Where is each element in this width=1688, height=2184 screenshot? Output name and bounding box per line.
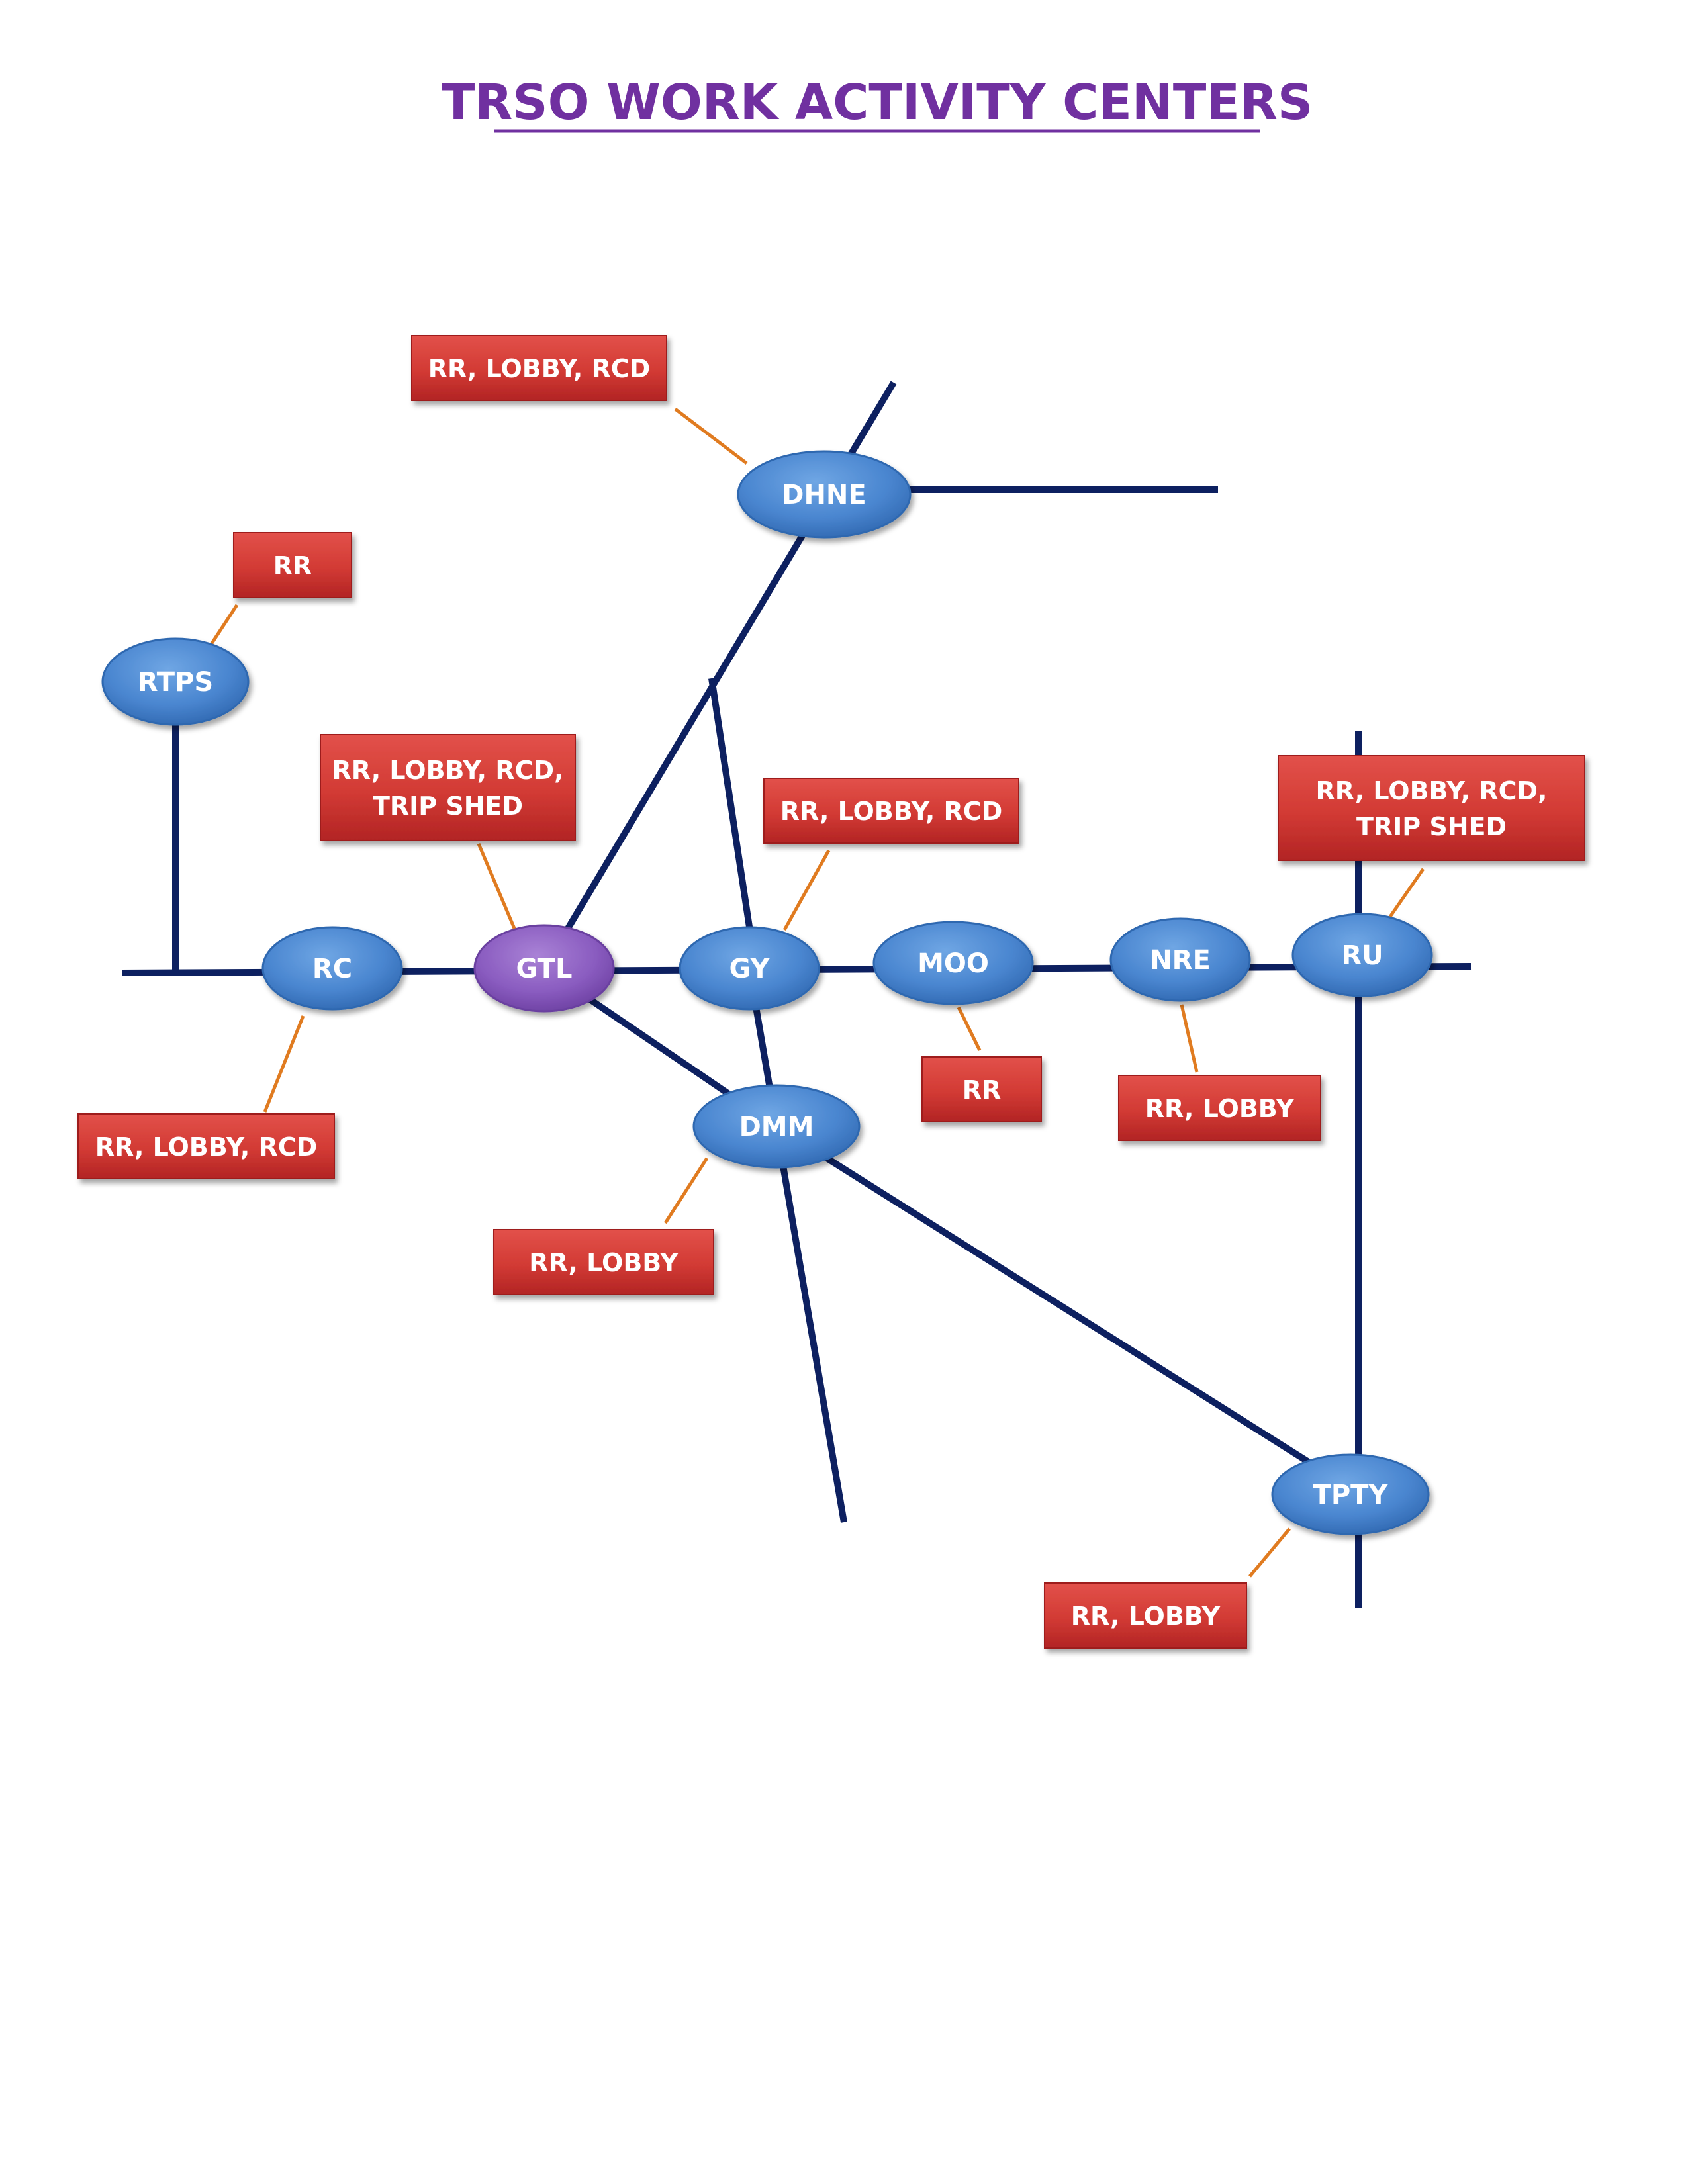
facility-box-rtps: RR bbox=[233, 532, 352, 598]
station-label: DMM bbox=[739, 1112, 814, 1142]
station-ellipse bbox=[692, 1084, 861, 1169]
station-dmm: DMM bbox=[692, 1084, 861, 1169]
station-label: TPTY bbox=[1313, 1480, 1389, 1510]
facility-box-bg bbox=[921, 1056, 1042, 1122]
station-ellipse bbox=[737, 450, 912, 539]
facility-box-bg bbox=[1118, 1075, 1321, 1141]
facility-box-moo: RR bbox=[921, 1056, 1042, 1122]
connector-gy bbox=[782, 849, 831, 931]
facility-box-bg bbox=[1044, 1582, 1247, 1649]
connector-rtps bbox=[209, 604, 239, 647]
station-moo: MOO bbox=[872, 921, 1034, 1005]
facility-label: RR, LOBBY, RCD, bbox=[332, 756, 564, 785]
station-ru: RU bbox=[1291, 913, 1433, 997]
station-label: GTL bbox=[516, 954, 573, 984]
facility-box-tpty: RR, LOBBY bbox=[1044, 1582, 1247, 1649]
connector-tpty bbox=[1248, 1527, 1291, 1578]
station-ellipse bbox=[473, 924, 615, 1013]
facility-box-bg bbox=[233, 532, 352, 598]
station-label: GY bbox=[729, 954, 771, 984]
facility-box-nre: RR, LOBBY bbox=[1118, 1075, 1321, 1141]
connector-gtl bbox=[477, 843, 517, 931]
station-label: RTPS bbox=[138, 667, 213, 698]
stations: RTPS DHNE RC GTL GY MOO NRE RU DMM TPTY bbox=[101, 450, 1433, 1535]
station-ellipse bbox=[679, 926, 820, 1011]
station-ellipse bbox=[1291, 913, 1433, 997]
facility-label: RR, LOBBY bbox=[1071, 1602, 1221, 1631]
facility-box-bg bbox=[411, 335, 667, 401]
facility-box-gtl: RR, LOBBY, RCD, TRIP SHED bbox=[320, 734, 576, 841]
facility-label: TRIP SHED bbox=[373, 792, 523, 821]
facility-box-dmm: RR, LOBBY bbox=[493, 1229, 714, 1295]
station-dhne: DHNE bbox=[737, 450, 912, 539]
facility-label: TRIP SHED bbox=[1356, 812, 1507, 841]
connector-dmm bbox=[663, 1157, 709, 1224]
facility-box-bg bbox=[77, 1113, 335, 1179]
facility-box-dhne: RR, LOBBY, RCD bbox=[411, 335, 667, 401]
station-label: RC bbox=[312, 954, 352, 984]
connector-ru bbox=[1388, 868, 1425, 918]
facility-box-ru: RR, LOBBY, RCD, TRIP SHED bbox=[1278, 755, 1585, 861]
connector-dhne bbox=[674, 408, 748, 465]
facility-label: RR, LOBBY, RCD bbox=[780, 797, 1003, 826]
station-rtps: RTPS bbox=[101, 637, 250, 726]
facility-box-rc: RR, LOBBY, RCD bbox=[77, 1113, 335, 1179]
station-ellipse bbox=[872, 921, 1034, 1005]
track-segment bbox=[746, 968, 847, 1523]
connector-rc bbox=[263, 1015, 305, 1113]
facility-box-bg bbox=[493, 1229, 714, 1295]
station-ellipse bbox=[101, 637, 250, 726]
facility-label: RR, LOBBY bbox=[529, 1248, 679, 1277]
facility-box-bg bbox=[1278, 755, 1585, 861]
station-rc: RC bbox=[261, 926, 403, 1011]
station-label: NRE bbox=[1150, 945, 1211, 976]
facility-label: RR bbox=[273, 551, 312, 580]
facility-label: RR, LOBBY, RCD bbox=[95, 1132, 318, 1161]
facility-box-bg bbox=[320, 734, 576, 841]
facility-label: RR, LOBBY, RCD bbox=[428, 354, 651, 383]
station-ellipse bbox=[1271, 1453, 1430, 1535]
station-tpty: TPTY bbox=[1271, 1453, 1430, 1535]
station-label: RU bbox=[1341, 940, 1383, 971]
station-label: MOO bbox=[917, 948, 989, 979]
station-gy: GY bbox=[679, 926, 820, 1011]
station-ellipse bbox=[261, 926, 403, 1011]
connector-moo bbox=[957, 1006, 982, 1052]
station-gtl: GTL bbox=[473, 924, 615, 1013]
connector-nre bbox=[1180, 1004, 1199, 1073]
facility-box-bg bbox=[763, 778, 1019, 844]
station-label: DHNE bbox=[782, 480, 866, 510]
facility-label: RR, LOBBY bbox=[1145, 1094, 1295, 1123]
page-title: TRSO WORK ACTIVITY CENTERS bbox=[442, 74, 1313, 131]
facility-label: RR bbox=[962, 1075, 1002, 1105]
station-ellipse bbox=[1109, 917, 1251, 1002]
track-segment bbox=[708, 678, 755, 940]
facility-label: RR, LOBBY, RCD, bbox=[1316, 776, 1548, 805]
facility-connectors bbox=[209, 408, 1425, 1578]
facility-boxes: RR, LOBBY, RCD RR RR, LOBBY, RCD, TRIP SHED… bbox=[77, 335, 1585, 1649]
track-segment bbox=[774, 1123, 1333, 1479]
facility-box-gy: RR, LOBBY, RCD bbox=[763, 778, 1019, 844]
station-nre: NRE bbox=[1109, 917, 1251, 1002]
